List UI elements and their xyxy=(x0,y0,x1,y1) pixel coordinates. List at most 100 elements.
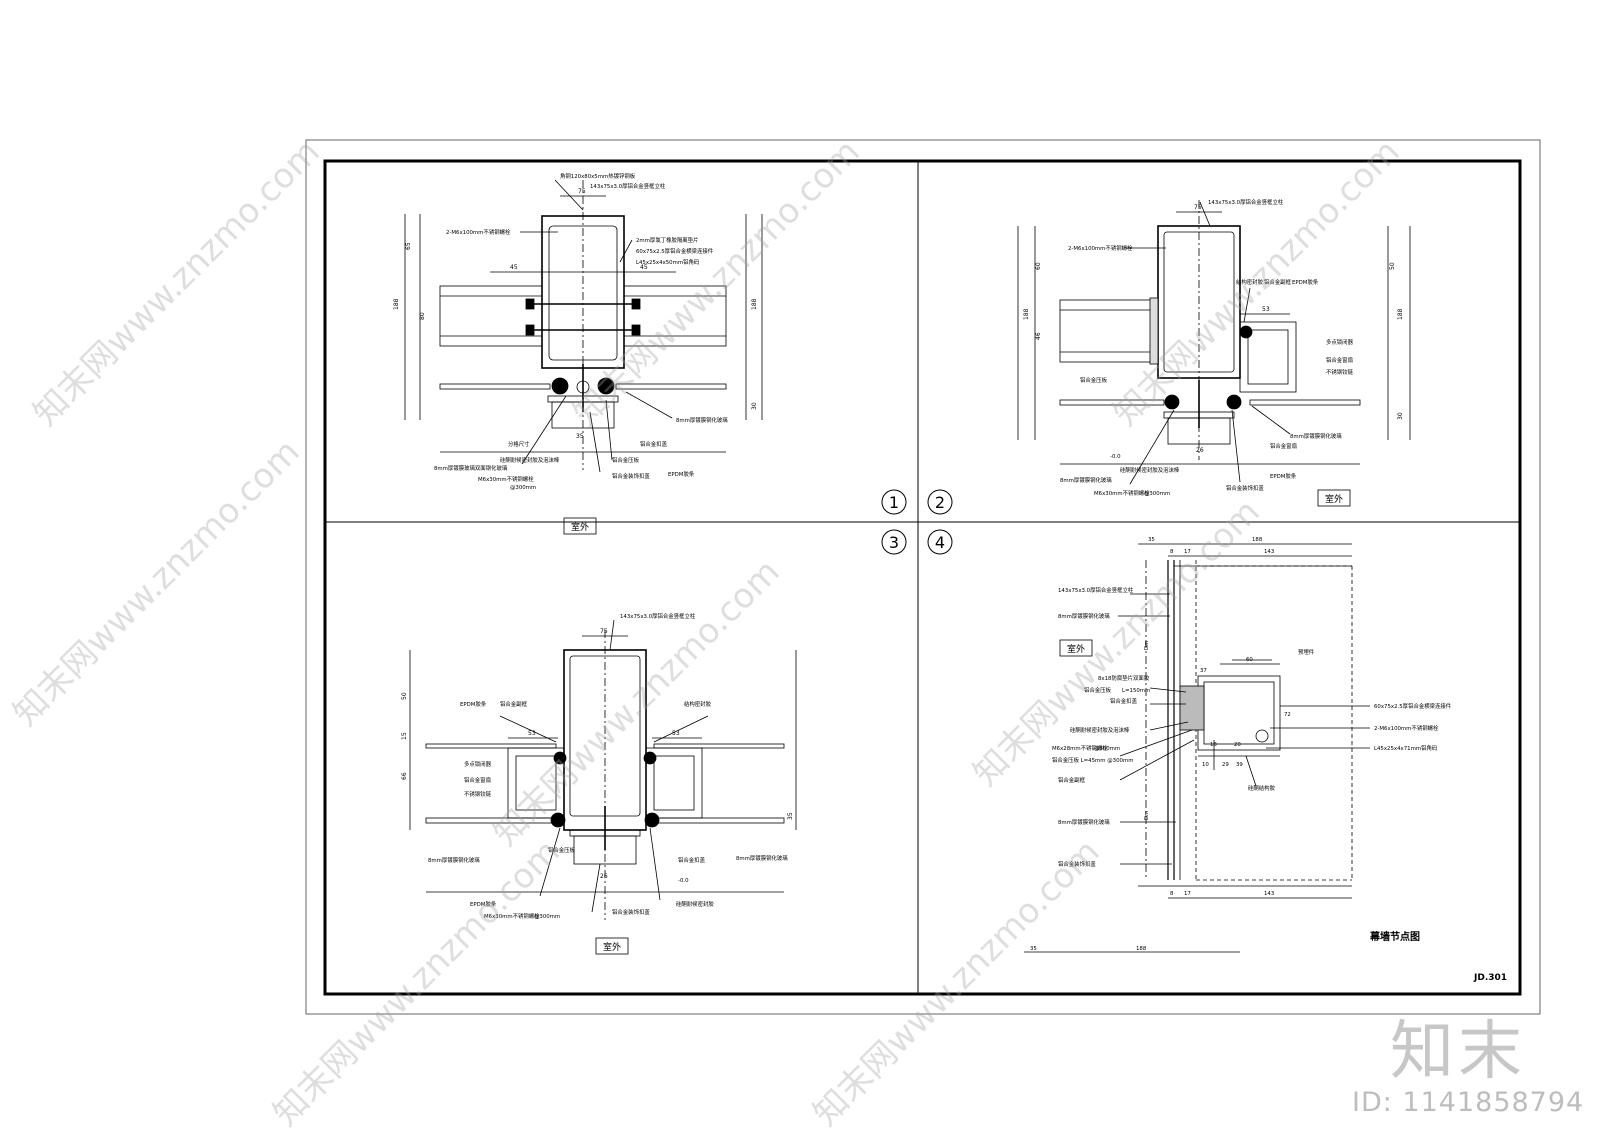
detail2-dim-188-left: 188 xyxy=(1023,308,1030,320)
detail4-label-8: M6x28mm不锈钢螺栓 xyxy=(1052,744,1108,752)
detail2-label-3: 铝合金副框 xyxy=(1264,278,1292,286)
detail1-gasket-2 xyxy=(597,377,615,395)
detail3-leader-d xyxy=(539,827,561,897)
detail4-dm-top: Dm xyxy=(1144,641,1150,650)
detail1-label-5: L45x25x4x50mm铝角码 xyxy=(636,258,700,266)
detail1-leader-c xyxy=(619,239,633,263)
detail4-dim-188-bot: 188 xyxy=(1136,946,1147,952)
marker-2: 2 xyxy=(935,493,945,512)
detail3-leader-e xyxy=(649,827,661,901)
detail3-dim-15: 15 xyxy=(401,732,408,740)
detail2-dim-30: 30 xyxy=(1397,412,1404,420)
detail3-leader-c xyxy=(653,715,709,743)
detail1-dim-30: 30 xyxy=(751,402,758,410)
detail3-exterior-label: 室外 xyxy=(603,941,621,953)
detail4-label-7: 硅酮耐候密封胶及泡沫棒 xyxy=(1070,726,1130,734)
detail1-nut-l2 xyxy=(525,324,535,336)
detail1-exterior-box xyxy=(563,517,597,535)
detail1-label-6: 8mm厚镀膜钢化玻璃 xyxy=(676,416,728,424)
marker-4: 4 xyxy=(935,533,945,552)
detail3-sash-right-inner xyxy=(653,755,695,811)
detail4-label-11: 铝合金副框 xyxy=(1058,776,1086,784)
marker-1: 1 xyxy=(889,493,899,512)
detail4-label-5: L=150mm xyxy=(1122,688,1150,694)
detail1-leader-e xyxy=(521,395,567,465)
detail3-dim-26: 26 xyxy=(600,873,608,880)
detail4-dim-188-top: 188 xyxy=(1252,537,1263,543)
detail2-dim-188-right: 188 xyxy=(1397,308,1404,320)
detail2-label-16: EPDM胶条 xyxy=(1270,472,1297,480)
marker-2-circle xyxy=(927,489,953,515)
detail2-dim-60: 60 xyxy=(1035,262,1042,270)
detail1-dim-65: 65 xyxy=(405,242,412,250)
detail1-dim-80: 80 xyxy=(419,312,426,320)
detail3-labels: 143x75x3.0厚铝合金竖框立柱 EPDM胶条 铝合金副框 结构密封胶 多点… xyxy=(428,612,788,953)
watermark-id: ID: 1141858794 xyxy=(1352,1087,1585,1118)
detail2-label-5: 多点锁闭器 xyxy=(1326,338,1354,346)
detail1-label-12: 铝合金压板 xyxy=(612,456,640,464)
detail4-dim-18: 18 xyxy=(1210,742,1217,748)
detail3-label-7: 8mm厚镀膜钢化玻璃 xyxy=(428,856,480,864)
detail4-dim-8-top: 8 xyxy=(1170,549,1174,555)
detail1-label-13: EPDM胶条 xyxy=(668,470,695,478)
detail3-label-14: @300mm xyxy=(534,914,560,920)
detail2-label-9: 8mm厚镀膜钢化玻璃 xyxy=(1290,432,1342,440)
detail4-label-1: 8mm厚镀膜钢化玻璃 xyxy=(1058,612,1110,620)
detail4-label-6: 铝合金扣盖 xyxy=(1110,697,1138,705)
detail4-leader-n xyxy=(1245,755,1257,787)
detail3-exterior-box xyxy=(595,937,629,955)
detail1-label-4: 60x75x2.5厚铝合金横梁连接件 xyxy=(636,247,714,255)
detail2-label-13: M6x30mm不锈钢螺栓 xyxy=(1094,489,1150,497)
detail-2: 75 53 188 60 46 188 50 30 26 xyxy=(1017,200,1411,507)
detail4-leader-f xyxy=(1119,729,1193,757)
detail2-gasket-2 xyxy=(1226,394,1242,410)
view-markers: 1 2 3 4 xyxy=(881,489,953,555)
detail3-dim-75: 75 xyxy=(600,628,608,635)
detail1-dim-45b: 45 xyxy=(640,264,648,271)
detail4-label-16: L45x25x4x71mm铝角码 xyxy=(1374,744,1438,752)
detail3-label-13: M6x30mm不锈钢螺栓 xyxy=(484,912,540,920)
detail4-labels: 35 188 143 8 17 60 37 29 39 10 20 18 72 … xyxy=(1030,537,1452,952)
detail4-label-0: 143x75x3.0厚铝合金竖框立柱 xyxy=(1058,586,1134,594)
detail4-label-12: 8mm厚镀膜钢化玻璃 xyxy=(1058,818,1110,826)
inner-frame xyxy=(323,159,1522,996)
drawing-number: JD.301 xyxy=(1473,973,1507,983)
detail-1: 75 45 45 35 65 80 188 188 30 xyxy=(393,179,763,535)
detail2-exterior-box xyxy=(1317,489,1351,507)
outer-frame xyxy=(305,139,1541,1015)
detail2-label-8: 铝合金压板 xyxy=(1080,376,1108,384)
detail3-gasket-3 xyxy=(550,812,566,828)
detail2-plate-left xyxy=(1149,297,1159,365)
watermark-brand: 知末 xyxy=(1390,1015,1526,1089)
marker-1-circle xyxy=(881,489,907,515)
detail4-gasket-block xyxy=(1179,685,1205,731)
detail1-nut-r1 xyxy=(631,298,641,310)
detail4-dim-29: 29 xyxy=(1222,762,1229,768)
detail3-label-6: 不锈钢铰链 xyxy=(464,790,492,798)
detail1-nut-l1 xyxy=(525,298,535,310)
detail2-leader-d xyxy=(1251,405,1291,435)
detail2-dim-50: 50 xyxy=(1389,262,1396,270)
detail2-label-10: 铝合金窗扇 xyxy=(1270,442,1297,450)
detail1-beam-right xyxy=(623,285,727,347)
sheet-title: 幕墙节点图 xyxy=(1369,930,1420,943)
detail3-gasket-4 xyxy=(644,812,660,828)
detail2-dim-26: 26 xyxy=(1196,447,1204,454)
detail2-glass-left xyxy=(1059,399,1165,406)
detail3-level: -0.0 xyxy=(678,878,689,884)
detail3-leader-a xyxy=(609,619,615,651)
detail1-leader-d xyxy=(625,391,673,419)
detail-4 xyxy=(1024,543,1370,953)
detail2-gasket-1 xyxy=(1164,394,1180,410)
detail3-dim-66: 66 xyxy=(401,772,408,780)
detail3-label-2: 铝合金副框 xyxy=(500,700,528,708)
detail3-dim-53b: 53 xyxy=(672,730,680,737)
detail2-label-0: 143x75x3.0厚铝合金竖框立柱 xyxy=(1208,198,1284,206)
detail3-gasket-2 xyxy=(643,751,657,765)
detail4-exterior-label: 室外 xyxy=(1067,643,1085,655)
detail3-gasket-1 xyxy=(553,751,567,765)
detail2-label-7: 不锈钢铰链 xyxy=(1326,368,1354,376)
detail3-leader-f xyxy=(591,863,601,913)
detail4-dim-10: 10 xyxy=(1202,762,1209,768)
detail4-dim-143-bot: 143 xyxy=(1264,891,1274,897)
